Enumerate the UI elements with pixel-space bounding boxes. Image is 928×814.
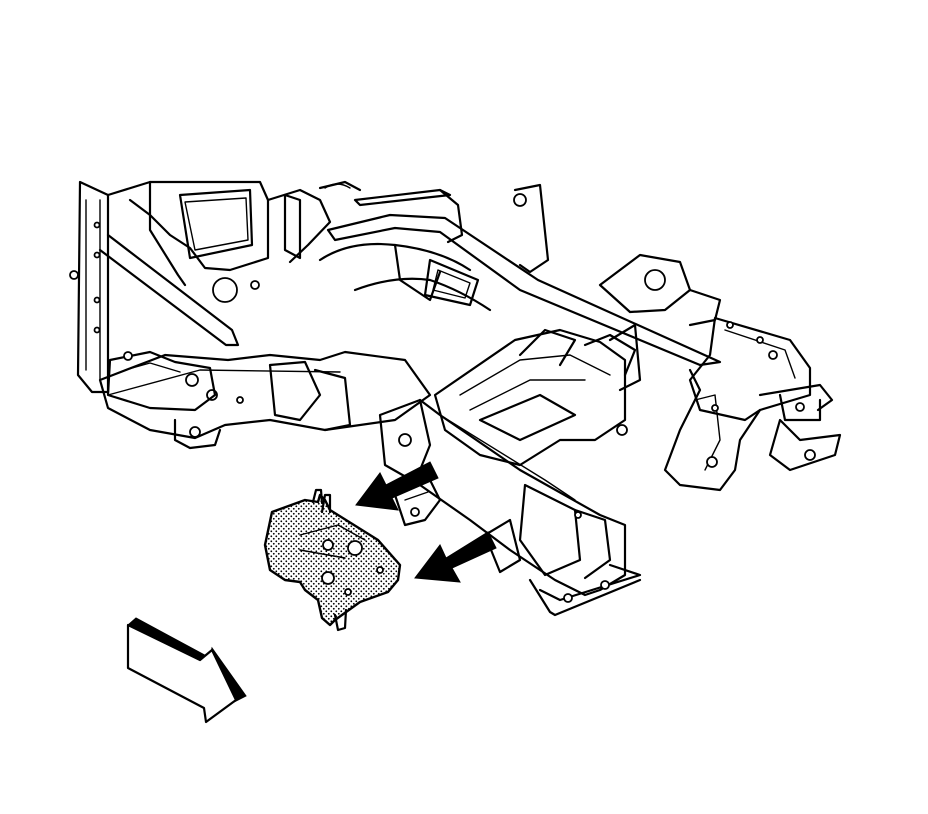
right-frame-rail <box>378 398 642 617</box>
right-lower-frame <box>663 368 762 492</box>
left-body-pillar <box>69 180 110 394</box>
vehicle-front-direction-arrow <box>126 617 247 724</box>
engine-mount-bracket <box>263 488 402 632</box>
removal-arrow-lower <box>414 531 497 583</box>
upper-crossmember <box>318 213 722 367</box>
left-engine-mount-pad <box>106 350 222 450</box>
right-upper-frame-horn <box>598 253 842 472</box>
removal-arrow-upper <box>355 461 439 511</box>
upper-diagonal-brace <box>98 233 240 347</box>
center-crossmember <box>433 323 642 467</box>
vehicle-front-frame <box>69 180 842 617</box>
dash-panel <box>106 180 550 303</box>
